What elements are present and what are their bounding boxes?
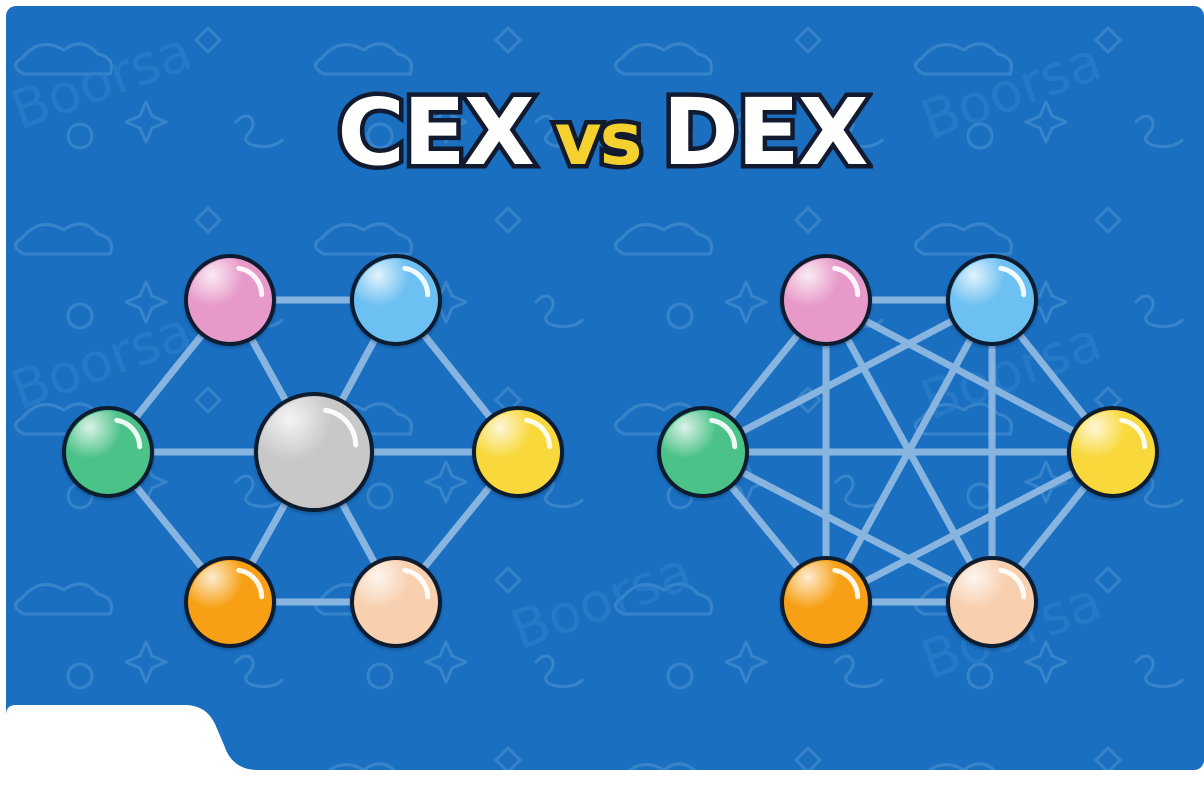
dex-node-highlight [832, 265, 861, 298]
logo-text: Boorsa [26, 707, 205, 765]
cex-node-blue [350, 254, 442, 346]
title-dex: DEX [658, 75, 873, 191]
brand-logo: Boorsa [26, 706, 205, 766]
nodes-layer [62, 254, 1159, 648]
cex-node-shine [355, 259, 437, 341]
dex-edge [822, 296, 1117, 456]
title-cex: CEX [333, 75, 539, 191]
cex-node-shine [189, 561, 271, 643]
cex-node-highlight [236, 567, 265, 600]
cex-node-gray [254, 392, 374, 512]
dex-edge [699, 448, 996, 606]
dex-node-orange [780, 556, 872, 648]
dex-node-highlight [998, 567, 1027, 600]
cex-node-shine [67, 411, 149, 493]
dex-node-highlight [832, 567, 861, 600]
cex-node-shine [189, 259, 271, 341]
cex-node-pink [184, 254, 276, 346]
dex-node-pink [780, 254, 872, 346]
cex-node-highlight [323, 407, 359, 448]
doodle-pattern [6, 6, 1204, 770]
logo-tab [6, 705, 1204, 801]
dex-node-blue [946, 254, 1038, 346]
cex-node-yellow [472, 406, 564, 498]
dex-node-highlight [709, 417, 738, 450]
dex-node-yellow [1067, 406, 1159, 498]
cex-node-shine [477, 411, 559, 493]
cex-node-shine [259, 397, 369, 507]
dex-node-shine [951, 259, 1033, 341]
dex-node-shine [785, 259, 867, 341]
cex-node-highlight [524, 417, 553, 450]
cex-node-orange [184, 556, 276, 648]
dex-node-peach [946, 556, 1038, 648]
cex-node-green [62, 406, 154, 498]
dex-node-shine [1072, 411, 1154, 493]
title-vs: vs [550, 93, 647, 186]
cex-node-highlight [114, 417, 143, 450]
cex-node-highlight [402, 265, 431, 298]
dex-node-shine [785, 561, 867, 643]
cex-node-shine [355, 561, 437, 643]
dex-node-shine [662, 411, 744, 493]
dex-node-shine [951, 561, 1033, 643]
dex-node-green [657, 406, 749, 498]
dex-node-highlight [998, 265, 1027, 298]
cex-node-highlight [402, 567, 431, 600]
dex-edges [699, 296, 1117, 606]
cex-node-highlight [236, 265, 265, 298]
dex-edge [822, 448, 1117, 606]
dex-edge [699, 296, 996, 456]
cex-node-peach [350, 556, 442, 648]
dex-node-highlight [1119, 417, 1148, 450]
